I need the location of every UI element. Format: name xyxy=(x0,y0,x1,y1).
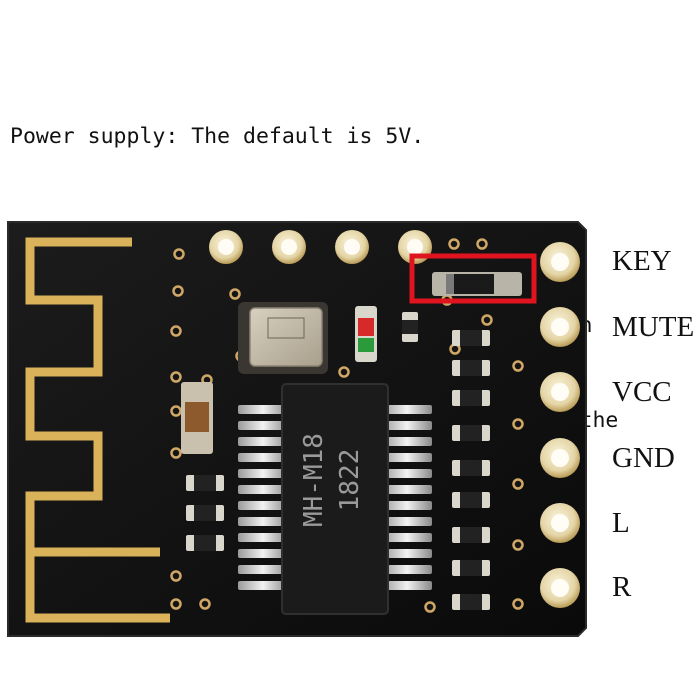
diode-highlight-box xyxy=(409,253,537,304)
pin-label-mute: MUTE xyxy=(612,311,695,343)
diode xyxy=(432,272,522,296)
main-ic-chip: MH-M18 1822 xyxy=(238,383,432,615)
capacitor xyxy=(181,382,213,454)
header-holes xyxy=(209,230,432,264)
pin-label-l: L xyxy=(612,507,630,539)
castellated-pads xyxy=(540,242,580,608)
chip-marking-date: 1822 xyxy=(335,449,365,512)
pin-label-key: KEY xyxy=(612,245,672,277)
left-resistors xyxy=(186,475,224,551)
led xyxy=(355,306,377,362)
crystal-oscillator xyxy=(238,302,328,374)
pin-label-r: R xyxy=(612,571,632,603)
pin-label-gnd: GND xyxy=(612,442,675,474)
chip-marking-model: MH-M18 xyxy=(299,433,329,527)
right-components xyxy=(402,312,490,610)
pin-label-vcc: VCC xyxy=(612,376,672,408)
antenna-trace xyxy=(25,237,170,623)
note-line: Power supply: The default is 5V. xyxy=(10,124,425,149)
